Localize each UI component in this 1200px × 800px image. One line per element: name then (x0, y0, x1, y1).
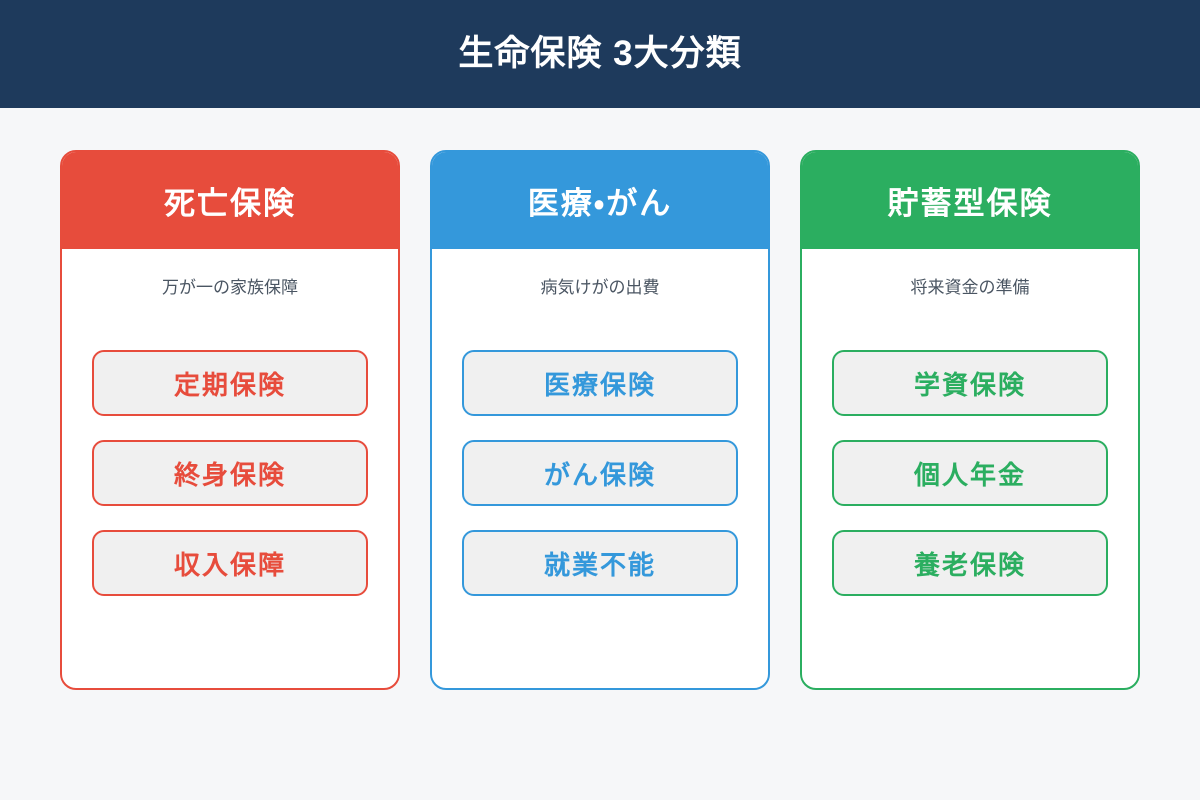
item-pill: 就業不能 (462, 530, 738, 596)
card-header-medical: 医療・がん (432, 152, 768, 249)
item-pill: 医療保険 (462, 350, 738, 416)
card-subtitle: 将来資金の準備 (910, 278, 1030, 297)
item-pill: がん保険 (462, 440, 738, 506)
title-banner: 生命保険 3大分類 (0, 0, 1200, 108)
category-card-savings: 貯蓄型保険 将来資金の準備 学資保険 個人年金 養老保険 (800, 150, 1140, 690)
category-card-medical: 医療・がん 病気けがの出費 医療保険 がん保険 就業不能 (430, 150, 770, 690)
item-list: 定期保険 終身保険 収入保障 (92, 350, 368, 596)
card-subtitle: 万が一の家族保障 (162, 278, 298, 297)
card-header-savings: 貯蓄型保険 (802, 152, 1138, 249)
card-title: 医療・がん (527, 185, 673, 221)
card-subtitle: 病気けがの出費 (540, 278, 660, 297)
item-pill: 個人年金 (832, 440, 1108, 506)
item-pill: 定期保険 (92, 350, 368, 416)
item-pill: 終身保険 (92, 440, 368, 506)
item-pill: 学資保険 (832, 350, 1108, 416)
item-list: 学資保険 個人年金 養老保険 (832, 350, 1108, 596)
item-list: 医療保険 がん保険 就業不能 (462, 350, 738, 596)
card-header-death: 死亡保険 (62, 152, 398, 249)
item-pill: 養老保険 (832, 530, 1108, 596)
card-title: 死亡保険 (164, 185, 296, 221)
item-pill: 収入保障 (92, 530, 368, 596)
page-title: 生命保険 3大分類 (458, 33, 742, 73)
category-card-death: 死亡保険 万が一の家族保障 定期保険 終身保険 収入保障 (60, 150, 400, 690)
card-title: 貯蓄型保険 (887, 185, 1053, 221)
category-cards-row: 死亡保険 万が一の家族保障 定期保険 終身保険 収入保障 医療・がん 病気けがの… (60, 150, 1140, 690)
